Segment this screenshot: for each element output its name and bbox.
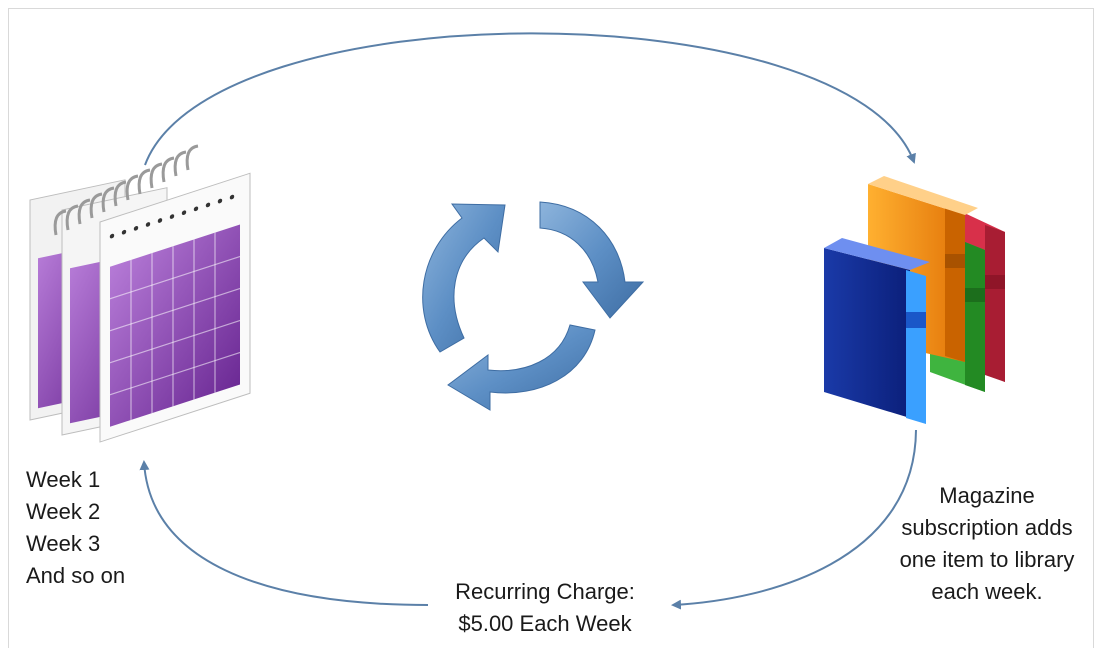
- calendar-icon: [29, 144, 251, 443]
- top-flow-arrow: [144, 32, 916, 166]
- week-3-text: Week 3: [26, 531, 101, 556]
- magazine-line-4: each week.: [931, 579, 1043, 604]
- weeks-label: Week 1 Week 2 Week 3 And so on: [26, 464, 125, 592]
- week-1-text: Week 1: [26, 467, 101, 492]
- books-icon: [824, 176, 1005, 424]
- recurring-charge-amount: $5.00 Each Week: [458, 611, 632, 636]
- week-2-text: Week 2: [26, 499, 101, 524]
- charge-to-calendar-arrow: [139, 460, 429, 606]
- diagram-frame: [8, 8, 1094, 648]
- books-to-charge-arrow: [671, 429, 917, 610]
- recurring-charge-label: Recurring Charge: $5.00 Each Week: [425, 576, 665, 640]
- and-so-on-text: And so on: [26, 563, 126, 588]
- recurring-cycle-icon: [422, 201, 645, 411]
- magazine-subscription-label: Magazine subscription adds one item to l…: [866, 480, 1100, 608]
- magazine-line-1: Magazine: [939, 483, 1035, 508]
- recurring-charge-title: Recurring Charge:: [455, 579, 635, 604]
- magazine-line-2: subscription adds: [901, 515, 1073, 540]
- magazine-line-3: one item to library: [899, 547, 1075, 572]
